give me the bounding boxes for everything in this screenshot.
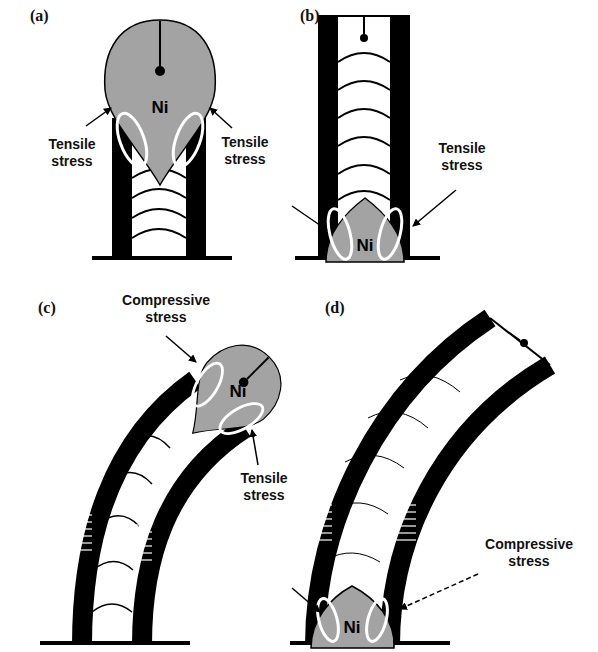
wall-hatch (314, 518, 332, 519)
catalyst-particle: Ni (230, 382, 247, 402)
wall-hatch (396, 518, 416, 519)
wall-hatch (134, 559, 152, 560)
wall-hatch (396, 511, 416, 512)
stress-label: Tensile stress (200, 134, 290, 168)
wall-hatch (72, 521, 92, 522)
wall-hatch (72, 542, 92, 543)
wall-hatch (396, 539, 416, 540)
wall-hatch (134, 552, 152, 553)
wall-hatch (134, 524, 152, 525)
stress-label: Compressive stress (104, 292, 228, 326)
wall-hatch (396, 532, 416, 533)
panel-letter: (b) (300, 6, 340, 25)
wall-hatch (134, 545, 152, 546)
particle-label: Ni (344, 618, 361, 638)
wall-hatch (134, 538, 152, 539)
wall-hatch (72, 514, 92, 515)
catalyst-particle: Ni (152, 98, 169, 118)
wall-hatch (134, 531, 152, 532)
wall-hatch (72, 528, 92, 529)
stress-label: Tensile stress (30, 136, 114, 170)
wall-hatch (396, 504, 416, 505)
wall-hatch (314, 532, 332, 533)
wall-hatch (72, 535, 92, 536)
wall-hatch (396, 525, 416, 526)
wall-hatch (314, 504, 332, 505)
stress-label: Tensile stress (420, 140, 504, 174)
wall-hatch (314, 511, 332, 512)
wall-hatch (314, 525, 332, 526)
particle-label: Ni (230, 382, 247, 402)
panel-letter: (a) (30, 6, 70, 25)
stress-label: Tensile stress (222, 470, 306, 504)
stress-label: Compressive stress (470, 536, 588, 570)
catalyst-particle: Ni (344, 618, 361, 638)
wall-hatch (314, 539, 332, 540)
particle-label: Ni (152, 98, 169, 118)
particle-label: Ni (357, 236, 374, 256)
wall-hatch (72, 549, 92, 550)
panel-letter: (c) (38, 298, 78, 317)
catalyst-particle: Ni (357, 236, 374, 256)
panel-letter: (d) (325, 298, 365, 317)
